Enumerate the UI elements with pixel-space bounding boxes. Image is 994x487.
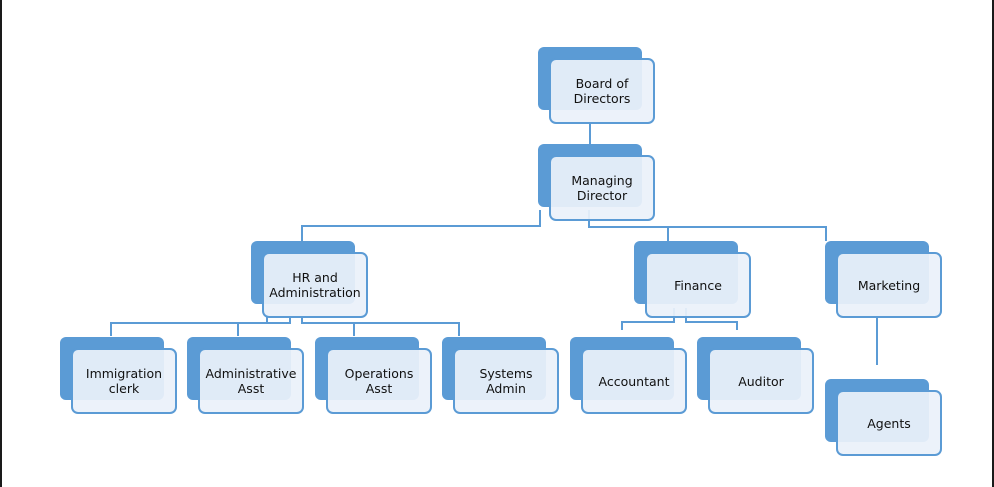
page-left-border	[0, 0, 2, 487]
node-box: Immigration clerk	[71, 348, 177, 414]
node-box: Marketing	[836, 252, 942, 318]
node-label: Marketing	[857, 277, 921, 293]
node-immigration-clerk[interactable]: Immigration clerk	[60, 337, 177, 414]
page-right-border	[992, 0, 994, 487]
node-box: Accountant	[581, 348, 687, 414]
node-accountant[interactable]: Accountant	[570, 337, 687, 414]
node-box: Administrative Asst	[198, 348, 304, 414]
node-hr-administration[interactable]: HR and Administration	[251, 241, 368, 318]
node-board-of-directors[interactable]: Board of Directors	[538, 47, 655, 124]
node-marketing[interactable]: Marketing	[825, 241, 942, 318]
node-systems-admin[interactable]: Systems Admin	[442, 337, 559, 414]
connector-managing-marketing	[668, 226, 827, 241]
node-finance[interactable]: Finance	[634, 241, 751, 318]
node-auditor[interactable]: Auditor	[697, 337, 814, 414]
node-label: HR and Administration	[269, 270, 361, 300]
node-label: Finance	[674, 277, 722, 293]
node-box: HR and Administration	[262, 252, 368, 318]
node-administrative-asst[interactable]: Administrative Asst	[187, 337, 304, 414]
node-box: Managing Director	[549, 155, 655, 221]
node-label: Operations Asst	[344, 366, 414, 396]
node-box: Auditor	[708, 348, 814, 414]
connector-hr-ops-asst	[301, 317, 460, 336]
node-label: Auditor	[738, 373, 784, 389]
node-label: Board of Directors	[573, 76, 631, 106]
node-box: Finance	[645, 252, 751, 318]
node-label: Immigration clerk	[85, 366, 163, 396]
connector-managing-hr	[301, 210, 541, 241]
node-label: Managing Director	[571, 173, 633, 203]
node-label: Accountant	[598, 373, 670, 389]
node-box: Board of Directors	[549, 58, 655, 124]
node-box: Agents	[836, 390, 942, 456]
connector-hr-immigration	[110, 317, 291, 336]
node-operations-asst[interactable]: Operations Asst	[315, 337, 432, 414]
node-box: Systems Admin	[453, 348, 559, 414]
node-agents[interactable]: Agents	[825, 379, 942, 456]
node-label: Administrative Asst	[205, 366, 297, 396]
node-label: Systems Admin	[479, 366, 533, 396]
node-managing-director[interactable]: Managing Director	[538, 144, 655, 221]
node-label: Agents	[867, 415, 911, 431]
node-box: Operations Asst	[326, 348, 432, 414]
